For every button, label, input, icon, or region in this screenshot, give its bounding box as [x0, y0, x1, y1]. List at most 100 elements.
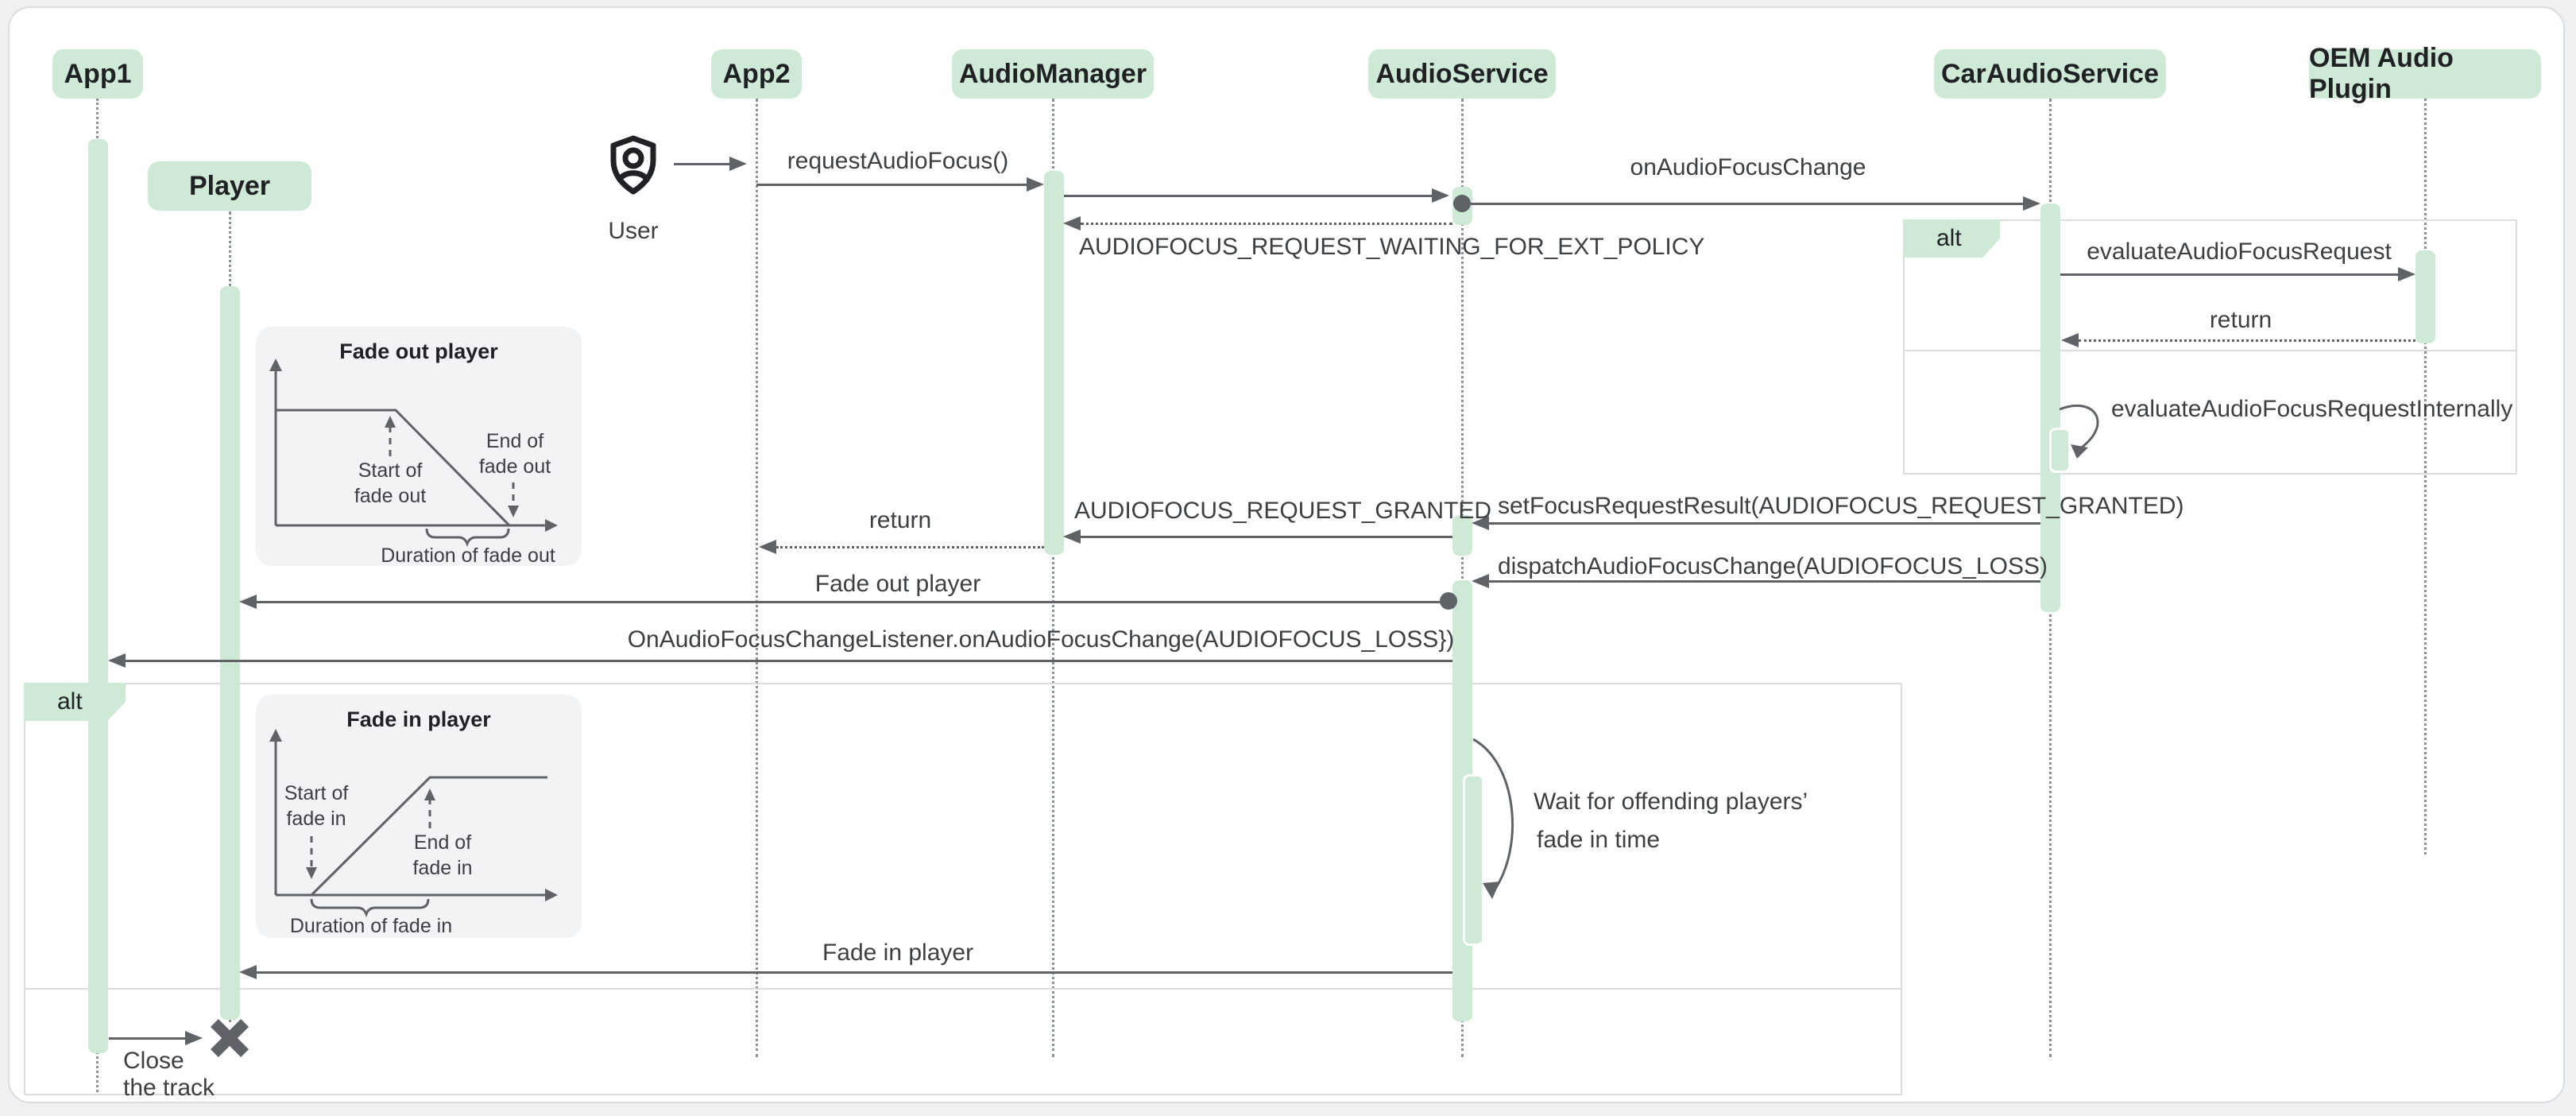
msg-on-audio-focus-change: onAudioFocusChange	[1630, 154, 1866, 180]
msg-fade-in-player-line	[257, 971, 1452, 974]
msg-request-audio-focus-arrowhead	[1027, 177, 1044, 192]
msg-waiting-line	[1081, 223, 1452, 225]
svg-text:fade in: fade in	[412, 857, 472, 879]
lifeline-app2	[756, 99, 758, 1057]
msg-on-audio-focus-change-line	[1471, 203, 2023, 205]
alt-left-label: alt	[24, 683, 126, 721]
lifeline-oem-plugin	[2424, 99, 2427, 854]
msg-request-audio-focus: requestAudioFocus()	[787, 148, 1009, 174]
msg-return-oem-arrowhead	[2061, 333, 2079, 347]
svg-text:Start of: Start of	[284, 782, 349, 804]
alt-fragment-right	[1903, 219, 2517, 475]
msg-evaluate-request: evaluateAudioFocusRequest	[2087, 238, 2392, 265]
alt-left-label-text: alt	[57, 688, 83, 715]
msg-close-track-arrowhead	[185, 1031, 203, 1045]
msg-set-focus-result-arrowhead	[1472, 516, 1489, 530]
msg-am-to-as-arrowhead	[1432, 188, 1449, 203]
activation-audioservice-wait	[1463, 774, 1484, 946]
activation-caraudioservice	[2040, 203, 2060, 612]
lifeline-audioservice	[1461, 99, 1464, 1057]
msg-dispatch-loss: dispatchAudioFocusChange(AUDIOFOCUS_LOSS…	[1498, 553, 2048, 579]
msg-fade-in-player-arrowhead	[239, 965, 257, 979]
msg-waiting: AUDIOFOCUS_REQUEST_WAITING_FOR_EXT_POLIC…	[1079, 234, 1705, 260]
participant-app1: App1	[52, 49, 143, 99]
participant-caraudioservice-label: CarAudioService	[1941, 58, 2159, 89]
msg-set-focus-result: setFocusRequestResult(AUDIOFOCUS_REQUEST…	[1498, 493, 2184, 519]
user-to-app2-arrowhead	[729, 157, 747, 171]
fade-out-chart: Start of fade out End of fade out Durati…	[269, 358, 558, 566]
activation-caraudioservice-self	[2049, 428, 2071, 473]
msg-return-app2-arrowhead	[759, 540, 776, 554]
note-wait-line2: fade in time	[1537, 827, 1661, 853]
user-icon	[610, 135, 656, 195]
msg-return-app2: return	[868, 507, 932, 533]
fade-out-inset-title: Fade out player	[339, 339, 498, 363]
msg-fade-out-player-line	[257, 601, 1442, 603]
activation-audioservice-2	[1452, 515, 1472, 556]
participant-app2-label: App2	[722, 58, 791, 89]
svg-text:fade in: fade in	[286, 808, 346, 830]
participant-oem-plugin: OEM Audio Plugin	[2309, 43, 2541, 104]
svg-text:End of: End of	[486, 430, 543, 452]
svg-text:Duration of fade out: Duration of fade out	[381, 544, 555, 566]
msg-set-focus-result-line	[1489, 522, 2040, 525]
msg-evaluate-internally: evaluateAudioFocusRequestInternally	[2111, 396, 2513, 422]
participant-audiomanager-label: AudioManager	[958, 58, 1147, 89]
alt-right-label: alt	[1903, 219, 2000, 258]
fade-in-inset-title: Fade in player	[346, 707, 491, 731]
lifeline-audiomanager	[1052, 99, 1054, 1057]
activation-player	[220, 286, 240, 1020]
svg-text:fade out: fade out	[354, 485, 426, 507]
msg-return-oem: return	[2209, 307, 2272, 333]
svg-text:Start of: Start of	[358, 459, 423, 482]
msg-fade-out-origin-dot	[1440, 592, 1457, 610]
msg-request-audio-focus-line	[756, 184, 1027, 186]
msg-on-focus-change-listener: OnAudioFocusChangeListener.onAudioFocusC…	[627, 626, 1455, 653]
msg-evaluate-request-arrowhead	[2398, 267, 2415, 281]
participant-audioservice: AudioService	[1368, 49, 1556, 99]
destroy-x-icon	[208, 1017, 251, 1060]
msg-close-line1: Close	[123, 1048, 184, 1074]
msg-dispatch-loss-arrowhead	[1472, 574, 1489, 588]
user-to-app2-line	[674, 163, 731, 165]
svg-text:Duration of fade in: Duration of fade in	[290, 915, 452, 937]
msg-waiting-arrowhead	[1063, 216, 1081, 231]
activation-oem-plugin	[2415, 250, 2435, 343]
alt-left-divider	[24, 988, 1902, 990]
msg-close-line2: the track	[123, 1075, 215, 1101]
activation-audiomanager	[1044, 171, 1064, 555]
participant-app2: App2	[711, 49, 802, 99]
self-call-caraudioservice-curve	[2060, 404, 2099, 459]
participant-caraudioservice: CarAudioService	[1934, 49, 2166, 99]
svg-text:End of: End of	[414, 831, 471, 854]
fade-out-inset: Fade out player Start of fade out End of…	[256, 327, 582, 566]
msg-am-to-as-line	[1064, 195, 1432, 197]
msg-evaluate-request-line	[2060, 273, 2398, 276]
participant-audiomanager: AudioManager	[952, 49, 1154, 99]
alt-fragment-left	[24, 683, 1902, 1095]
msg-request-granted: AUDIOFOCUS_REQUEST_GRANTED	[1074, 498, 1492, 524]
alt-right-divider	[1903, 350, 2517, 351]
msg-fade-out-player: Fade out player	[814, 571, 981, 597]
msg-on-focus-change-listener-arrowhead	[108, 653, 126, 668]
msg-on-audio-focus-change-origin-dot	[1453, 195, 1471, 212]
msg-return-oem-line	[2079, 339, 2415, 342]
msg-fade-out-player-arrowhead	[239, 595, 257, 609]
activation-app1	[88, 139, 108, 1053]
msg-return-app2-line	[776, 546, 1044, 548]
svg-text:fade out: fade out	[479, 455, 551, 478]
fade-in-chart: Start of fade in End of fade in Duration…	[269, 729, 558, 937]
msg-on-focus-change-listener-line	[126, 660, 1452, 662]
participant-player: Player	[148, 161, 311, 211]
participant-oem-plugin-label: OEM Audio Plugin	[2309, 43, 2454, 104]
msg-on-audio-focus-change-arrowhead	[2023, 196, 2040, 211]
user-label: User	[608, 218, 659, 244]
participant-audioservice-label: AudioService	[1375, 58, 1549, 89]
fade-in-inset: Fade in player Start of fade in End of f…	[256, 695, 582, 938]
participant-player-label: Player	[188, 170, 271, 201]
alt-right-label-text: alt	[1936, 225, 1962, 251]
msg-close-track-line	[109, 1037, 188, 1040]
msg-request-granted-arrowhead	[1063, 529, 1081, 544]
msg-dispatch-loss-line	[1489, 580, 2040, 583]
